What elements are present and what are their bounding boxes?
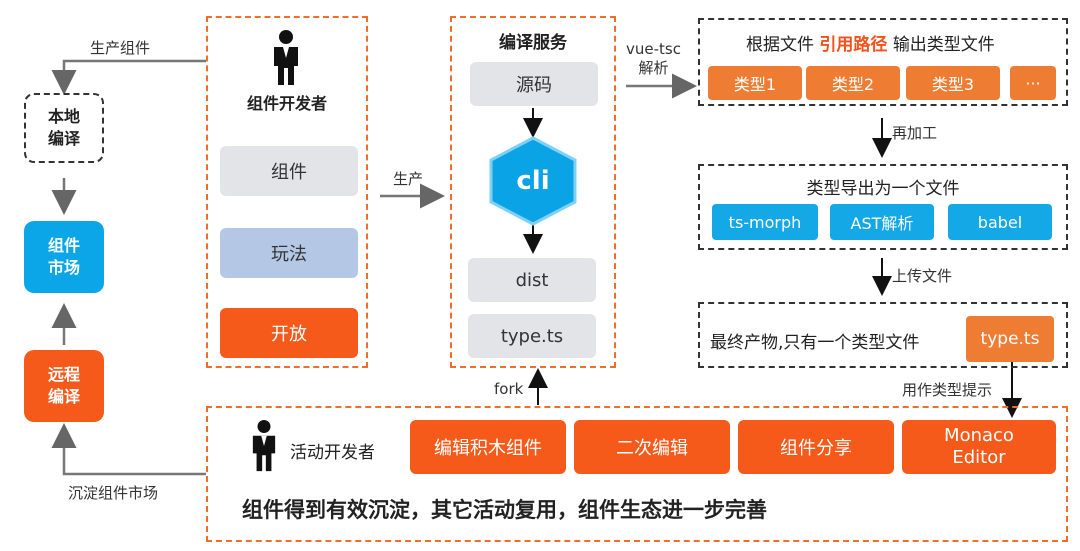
export-panel: 类型导出为一个文件 ts-morph AST解析 babel	[698, 164, 1068, 250]
vue-tsc-label: vue-tsc 解析	[626, 40, 681, 77]
type-1-chip: 类型1	[708, 66, 802, 100]
export-title: 类型导出为一个文件	[806, 179, 960, 199]
type-output-panel: 根据文件 引用路径 输出类型文件 类型1 类型2 类型3 ···	[698, 18, 1068, 106]
sediment-market-arrow	[51, 423, 206, 476]
developer-item-component: 组件	[220, 146, 358, 196]
more-types-chip: ···	[1010, 66, 1056, 100]
reprocess-label: 再加工	[892, 124, 938, 142]
developer-item-open: 开放	[220, 308, 358, 358]
edit-block-component-button: 编辑积木组件	[410, 420, 566, 474]
developer-item-gameplay: 玩法	[220, 228, 358, 278]
component-share-button: 组件分享	[738, 420, 894, 474]
babel-chip: babel	[948, 204, 1052, 240]
cli-hexagon	[489, 136, 577, 226]
produce-label: 生产	[393, 170, 424, 188]
local-compile-node: 本地 编译	[24, 93, 104, 163]
final-artifact-text: 最终产物,只有一个类型文件	[710, 333, 920, 353]
reference-path-highlight: 引用路径	[819, 35, 888, 55]
type-3-chip: 类型3	[906, 66, 1000, 100]
type-output-title-suffix: 输出类型文件	[892, 35, 995, 55]
sediment-market-label: 沉淀组件市场	[68, 484, 159, 502]
person-icon	[274, 30, 298, 85]
secondary-edit-button: 二次编辑	[574, 420, 730, 474]
activity-developer-panel: 活动开发者 编辑积木组件 二次编辑 组件分享 Monaco Editor 组件得…	[206, 406, 1068, 542]
produce-component-label: 生产组件	[90, 39, 151, 57]
activity-summary: 组件得到有效沉淀，其它活动复用，组件生态进一步完善	[242, 498, 767, 522]
type-output-title-prefix: 根据文件	[746, 35, 814, 55]
final-type-ts-chip: type.ts	[966, 316, 1054, 362]
cli-label: cli	[516, 166, 550, 196]
produce-component-arrow	[51, 59, 206, 95]
type-ts-node: type.ts	[468, 314, 596, 358]
upload-label: 上传文件	[892, 267, 953, 285]
final-artifact-panel: 最终产物,只有一个类型文件 type.ts	[698, 302, 1068, 368]
type-hint-label: 用作类型提示	[902, 381, 993, 399]
dist-node: dist	[468, 258, 596, 302]
source-code-node: 源码	[470, 62, 598, 106]
remote-compile-node: 远程 编译	[24, 350, 104, 422]
fork-label: fork	[494, 380, 524, 398]
component-market-node: 组件 市场	[24, 221, 104, 293]
compile-service-panel: 编译服务 源码 dist type.ts	[450, 16, 616, 368]
ts-morph-chip: ts-morph	[712, 204, 818, 240]
person-icon	[252, 420, 276, 472]
compile-service-title: 编译服务	[499, 33, 567, 53]
type-output-title: 根据文件 引用路径 输出类型文件	[746, 30, 995, 55]
component-developer-title: 组件开发者	[246, 94, 327, 113]
component-developer-panel: 组件开发者 组件 玩法 开放	[206, 16, 368, 368]
ast-parse-chip: AST解析	[830, 204, 934, 240]
type-2-chip: 类型2	[806, 66, 900, 100]
monaco-editor-button: Monaco Editor	[902, 420, 1056, 474]
activity-developer-title: 活动开发者	[290, 443, 375, 463]
